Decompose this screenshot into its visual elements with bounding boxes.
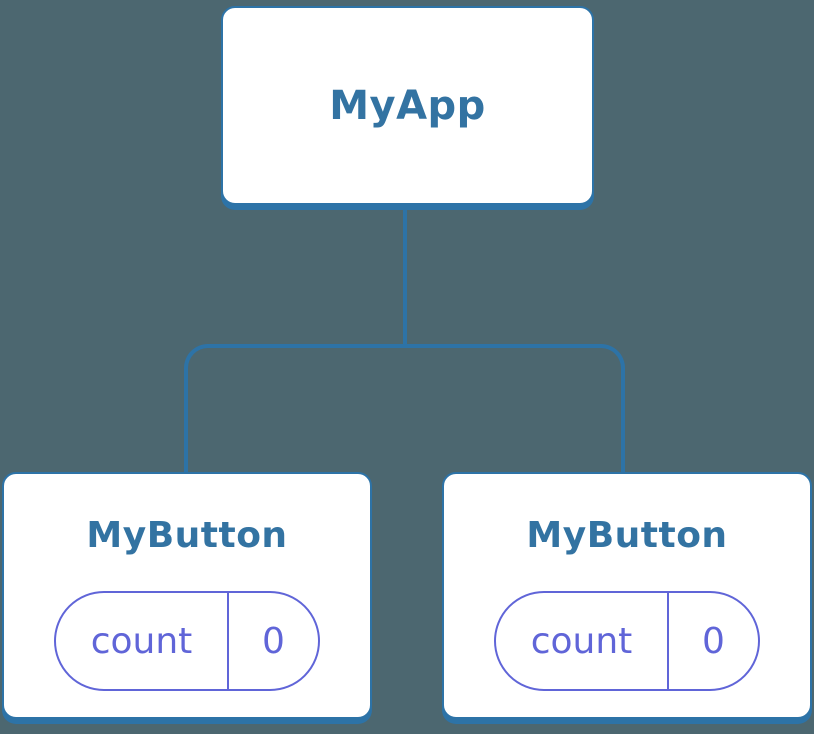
node-mybutton-left: MyButton count 0 <box>2 472 372 719</box>
state-pill-divider <box>227 593 229 690</box>
node-mybutton-left-label: MyButton <box>86 515 288 556</box>
node-myapp-label: MyApp <box>329 82 486 129</box>
node-mybutton-right: MyButton count 0 <box>442 472 812 719</box>
state-pill-divider <box>667 593 669 690</box>
state-value: 0 <box>702 620 725 662</box>
state-value: 0 <box>262 620 285 662</box>
state-pill: count 0 <box>494 591 760 692</box>
state-key: count <box>530 620 633 662</box>
node-mybutton-right-label: MyButton <box>526 515 728 556</box>
connector-line <box>403 207 407 347</box>
state-pill: count 0 <box>54 591 320 692</box>
connector-bracket <box>184 344 625 476</box>
state-key: count <box>90 620 193 662</box>
node-myapp: MyApp <box>221 6 594 205</box>
